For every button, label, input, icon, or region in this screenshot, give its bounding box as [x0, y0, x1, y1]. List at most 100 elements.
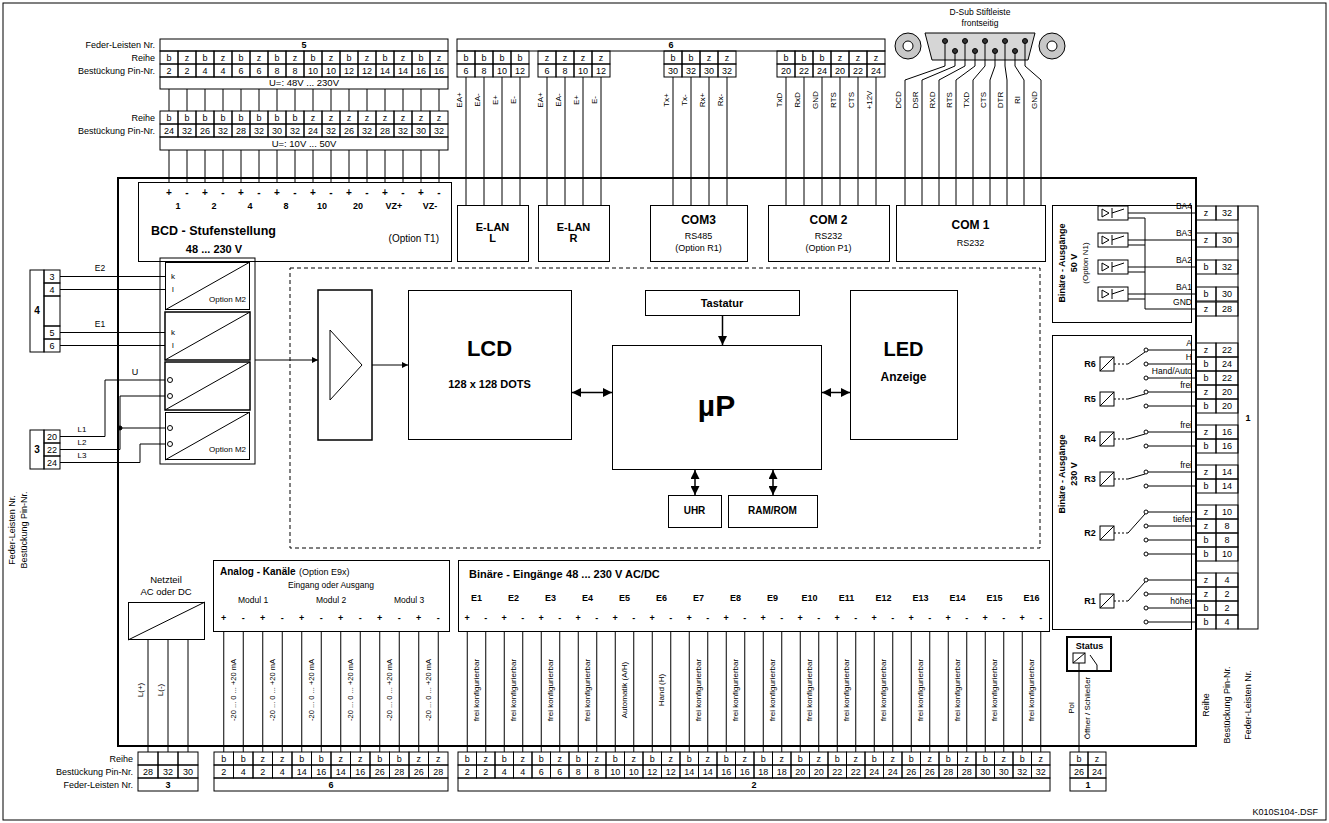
wire [1079, 663, 1080, 752]
wire [1128, 213, 1196, 214]
power-supply-symbol [128, 602, 205, 640]
row-letter: b [650, 754, 655, 763]
pin-number: 6 [49, 341, 54, 350]
wire [744, 632, 745, 752]
wire [781, 632, 782, 752]
table-cell [370, 752, 390, 765]
box-title: Status [1076, 642, 1104, 651]
polarity-sign: + [346, 188, 352, 198]
row-letter: b [1203, 290, 1208, 299]
signal-name: DCD [895, 91, 903, 108]
table-cell [1196, 601, 1216, 615]
table-cell [1216, 260, 1238, 274]
dsub-flange [1039, 33, 1065, 59]
row-heading: Reihe [131, 53, 155, 62]
table-cell [1238, 206, 1258, 629]
pin-number: 32 [163, 767, 173, 776]
interface-box: E-LAN L [457, 205, 529, 262]
connector-number: 1 [1085, 780, 1090, 789]
contact-point [1144, 376, 1148, 380]
relay-coil [1100, 472, 1114, 486]
pin-number: 26 [344, 126, 354, 135]
signal-name: CTS [848, 92, 856, 108]
wire [169, 150, 170, 182]
wire [956, 51, 975, 205]
table-cell [1216, 399, 1238, 413]
wire [331, 150, 332, 182]
table-cell [1196, 439, 1216, 453]
input-name: E4 [582, 594, 593, 603]
row-letter: b [202, 53, 207, 62]
signal-arrow [255, 360, 318, 361]
box-title: µP [698, 391, 735, 421]
signal-name: L(-) [157, 684, 165, 696]
signal-name: L1 [78, 426, 87, 434]
wire [985, 632, 986, 752]
transformer-frame [160, 258, 255, 464]
row-letter: b [1203, 604, 1208, 613]
row-letter: b [517, 53, 522, 62]
data-connector [822, 392, 850, 394]
wire [948, 632, 949, 752]
processor-box: µP [612, 345, 822, 470]
row-letter: z [817, 754, 822, 763]
signal-name: E- [591, 96, 599, 104]
signal-name: Tx- [681, 94, 689, 106]
polarity-sign: - [1039, 614, 1042, 623]
polarity-sign: + [724, 614, 729, 623]
table-cell [214, 124, 232, 137]
table-cell [532, 752, 551, 765]
wire [385, 89, 386, 111]
row-letter: z [280, 754, 285, 763]
wire [331, 89, 332, 111]
wire [277, 89, 278, 111]
polarity-sign: - [854, 614, 857, 623]
signal-name: EA+ [456, 92, 464, 107]
row-letter: z [185, 53, 190, 62]
polarity-sign: + [338, 614, 343, 623]
wire [466, 77, 467, 205]
table-cell [569, 765, 588, 778]
row-letter: z [1204, 428, 1209, 437]
table-cell [160, 64, 178, 77]
voltage-range: U=: 48V ... 230V [269, 78, 339, 88]
row-letter: z [780, 754, 785, 763]
box-title: COM 1 [951, 219, 989, 231]
row-letter: z [545, 53, 550, 62]
table-cell [44, 456, 60, 469]
optocoupler-diode [1102, 290, 1109, 298]
signal-name: frei konfigurierbar [991, 659, 999, 721]
pin-number: 22 [853, 66, 863, 75]
row-letter: b [310, 53, 315, 62]
data-connector [772, 470, 774, 495]
table-cell [921, 765, 940, 778]
drawing-id: K010S104-.DSF [1252, 808, 1318, 817]
table-cell [1196, 519, 1216, 533]
dsub-pin [1003, 39, 1008, 44]
table-cell [1013, 765, 1032, 778]
connector-number: 6 [668, 41, 673, 50]
polarity-sign: - [558, 614, 561, 623]
amplifier-box [318, 290, 372, 440]
table-cell [430, 51, 448, 64]
relay-name: R3 [1084, 475, 1096, 484]
table-cell [1216, 343, 1238, 357]
table-cell [160, 111, 178, 124]
row-letter: z [484, 754, 489, 763]
display-box: LCD128 x 128 DOTS [408, 290, 572, 440]
row-heading: Reihe [109, 754, 133, 763]
signal-name: tiefer [1173, 515, 1192, 524]
table-cell [1216, 439, 1238, 453]
relay-name: R1 [1084, 597, 1096, 606]
wire [504, 632, 505, 752]
interface-box: COM 2RS232(Option P1) [768, 205, 890, 262]
row-letter: z [558, 754, 563, 763]
wire [295, 150, 296, 182]
bcd-weight: 20 [353, 202, 363, 211]
table-cell [884, 765, 903, 778]
relay-coil [1073, 653, 1085, 663]
table-cell [178, 752, 198, 765]
connector-number: 6 [328, 780, 333, 789]
wire [148, 640, 149, 752]
